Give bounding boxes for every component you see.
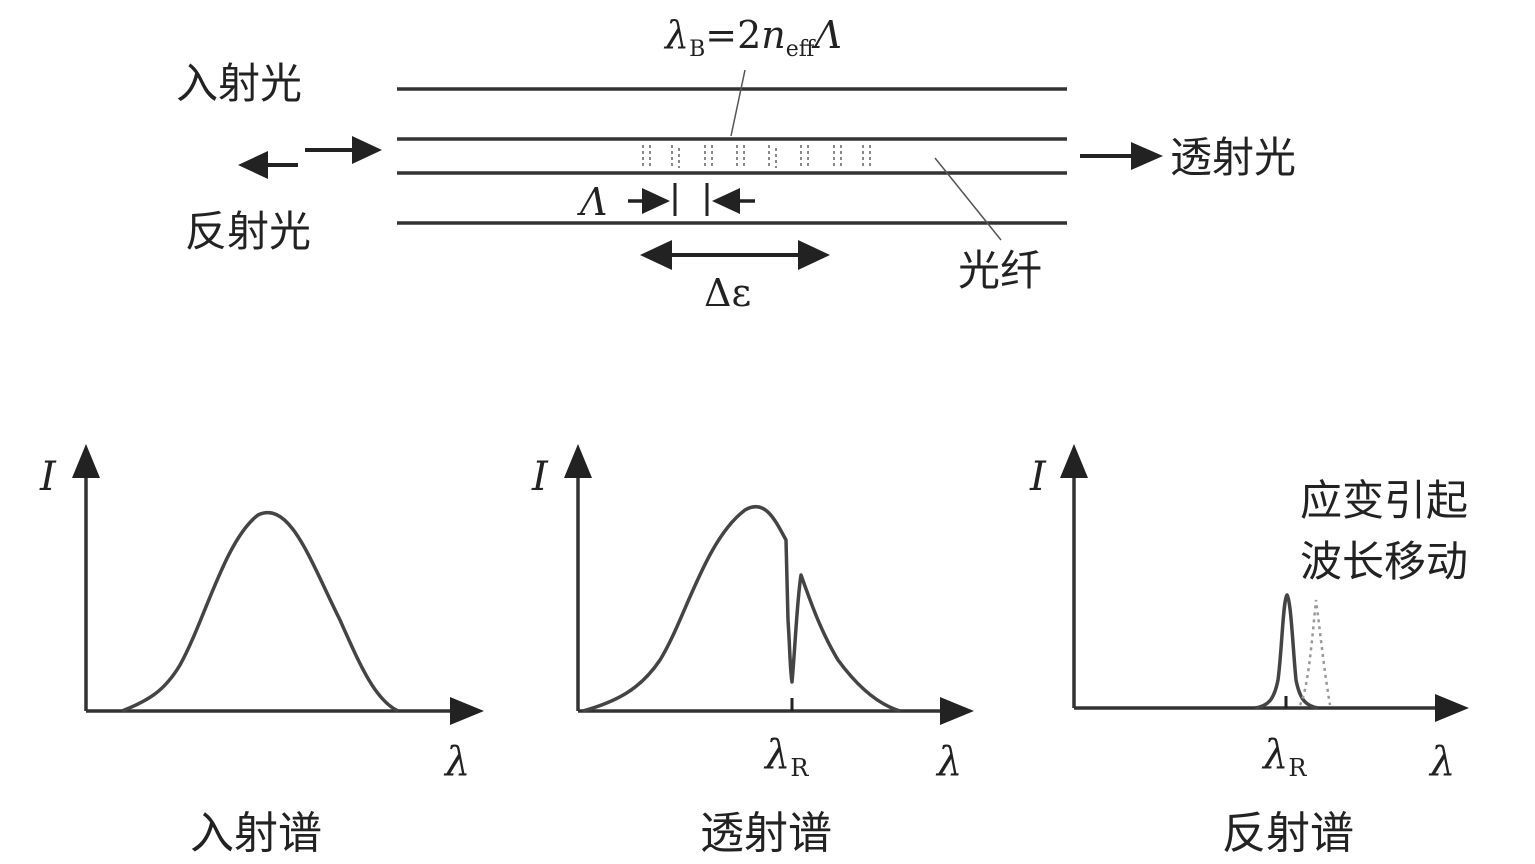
reflected-peak	[1254, 593, 1319, 710]
formula-leader	[730, 69, 746, 137]
reflected-annotation-line1: 应变引起	[1300, 476, 1468, 525]
incident-x-label: λ	[443, 739, 470, 785]
transmitted-lambda-r-label: λR	[763, 732, 809, 782]
transmitted-title: 透射谱	[700, 808, 832, 859]
incident-y-arrowhead	[72, 444, 100, 478]
transmitted-spectrum: I λ λR 透射谱	[531, 444, 974, 859]
bragg-formula: λB=2neffΛ	[663, 13, 842, 62]
incident-y-label: I	[39, 454, 57, 500]
transmitted-x-arrowhead	[940, 697, 974, 725]
period-arrow-left-head	[642, 188, 670, 214]
transmitted-arrowhead	[1131, 142, 1163, 170]
reflected-shifted-peak	[1298, 599, 1332, 706]
strain-label: Δε	[704, 271, 751, 315]
incident-curve	[121, 511, 399, 713]
period-arrow-right-head	[712, 188, 740, 214]
incident-x-arrowhead	[450, 697, 484, 725]
incident-title: 入射谱	[190, 808, 322, 859]
transmitted-y-arrowhead	[564, 444, 592, 478]
transmitted-x-label: λ	[935, 739, 962, 785]
incident-spectrum: I λ 入射谱	[39, 444, 484, 859]
reflected-x-label: λ	[1428, 739, 1455, 785]
fiber-schematic: λB=2neffΛ 入射光 反射光 透射光 光纤 Λ Δε	[176, 13, 1296, 315]
bragg-grating	[642, 145, 871, 168]
reflected-y-arrowhead	[1060, 444, 1088, 478]
reflected-y-label: I	[1029, 454, 1047, 500]
period-label: Λ	[577, 180, 607, 224]
transmitted-light-label: 透射光	[1170, 133, 1296, 182]
fiber-leader	[934, 157, 1002, 241]
reflected-spectrum: I λ λR 应变引起 波长移动 反射谱	[1029, 444, 1469, 859]
transmitted-y-label: I	[531, 454, 549, 500]
incident-arrowhead	[352, 136, 382, 164]
incident-light-label: 入射光	[176, 59, 302, 108]
strain-arrowhead-right	[798, 240, 830, 270]
reflected-light-label: 反射光	[185, 207, 311, 256]
reflected-arrowhead	[238, 151, 268, 179]
reflected-title: 反射谱	[1222, 808, 1354, 859]
fiber-label: 光纤	[958, 246, 1042, 295]
reflected-annotation-line2: 波长移动	[1300, 537, 1468, 586]
transmitted-curve	[582, 504, 901, 713]
strain-arrowhead-left	[640, 240, 672, 270]
reflected-x-arrowhead	[1435, 694, 1469, 722]
reflected-lambda-r-label: λR	[1261, 732, 1307, 782]
